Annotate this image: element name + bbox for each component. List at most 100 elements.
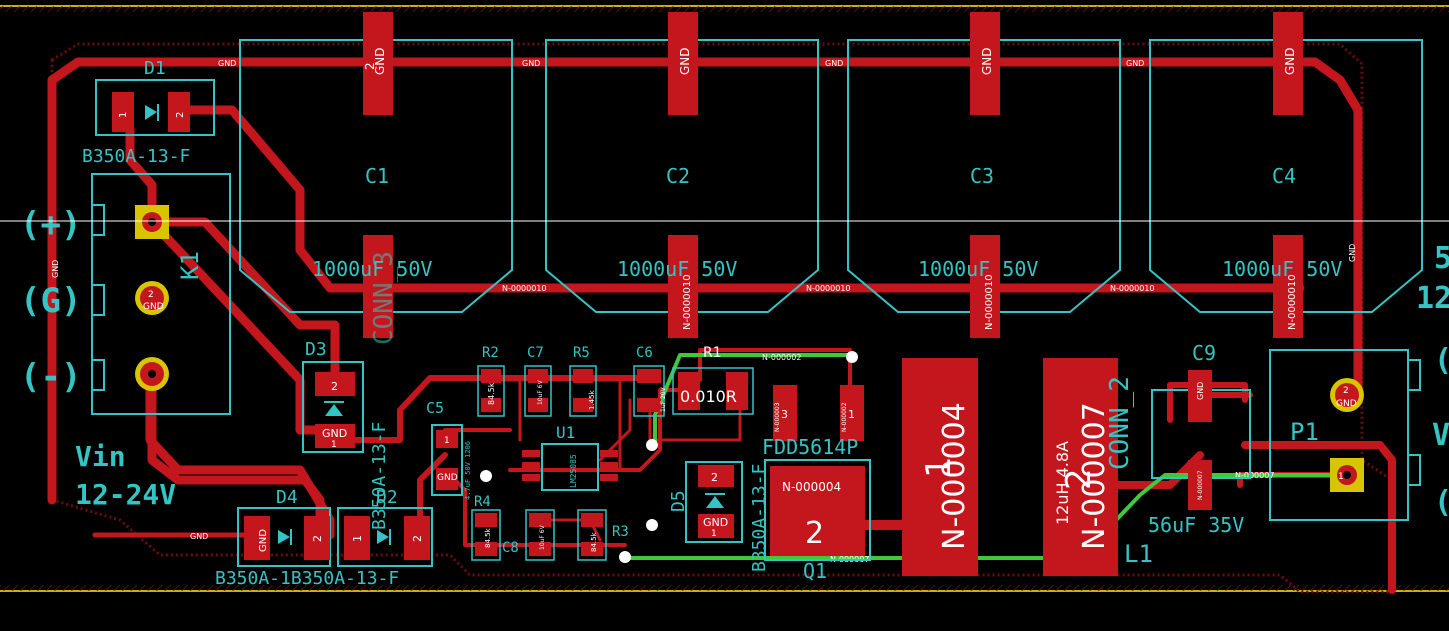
pad-net-n02: N-000002 <box>841 402 848 432</box>
diode-d3[interactable]: 2 GND 1 D3 B350A-13-F <box>302 339 390 530</box>
pad-net-gnd: GND <box>373 47 387 75</box>
diode-value: B350A-13-F <box>749 464 770 572</box>
pad-net-gnd: GND <box>322 427 347 440</box>
diode-d2[interactable]: 1 2 D2 <box>337 487 433 567</box>
capacitor-c1[interactable]: C1 1000uF 50V GND 2 <box>239 12 513 338</box>
diode-value: B350A-13-F <box>369 422 390 530</box>
pad-net-n07: N-000007 <box>1197 470 1204 500</box>
part-ref: R4 <box>474 494 491 510</box>
inductor-ref: L1 <box>1124 540 1153 568</box>
capacitor-c5[interactable]: 1 GND C5 4.7uF 50V 1206 <box>426 399 472 500</box>
capacitor-c2[interactable]: C2 1000uF 50V GND N-0000010 <box>545 12 819 338</box>
capacitor-ref: C3 <box>970 164 994 188</box>
part-ref: R5 <box>573 345 590 361</box>
part-ref: C5 <box>426 399 444 417</box>
capacitor-ref: C4 <box>1272 164 1296 188</box>
ic-u1[interactable]: U1 LM25085 <box>522 423 618 491</box>
highlighted-vias <box>480 351 858 563</box>
capacitor-c3[interactable]: C3 1000uF 50V GND N-0000010 <box>847 12 1121 338</box>
part-ref: R1 <box>703 345 722 361</box>
part-value: LM25085 <box>569 454 578 488</box>
capacitor-value: 1000uF 50V <box>617 257 737 281</box>
pad-number-3: 3 <box>781 408 788 421</box>
edge-label: V <box>1432 418 1449 453</box>
diode-d4[interactable]: GND 2 D4 B350A-1B350A-13-F <box>215 487 399 589</box>
edge-label: 5 <box>1434 241 1449 276</box>
resistor-r5[interactable]: R5 1.45k <box>569 345 597 417</box>
part-ref: C6 <box>636 345 653 361</box>
part-ref: R2 <box>482 345 499 361</box>
pad-number-1: 1 <box>1338 472 1344 482</box>
part-ref: C8 <box>502 540 519 556</box>
pad-number-2: 2 <box>711 471 718 484</box>
capacitor-c9[interactable]: GND N-000007 C9 56uF 35V <box>1148 341 1251 537</box>
vin-range-label: 12-24V <box>75 478 176 511</box>
net-label-n10: N-0000010 <box>1110 284 1155 293</box>
net-label-gnd: GND <box>825 59 843 68</box>
net-label-gnd: GND <box>1126 59 1144 68</box>
terminal-gnd-label: (G) <box>20 281 81 321</box>
pad-net-n10: N-0000010 <box>682 274 693 330</box>
pad-number-2: 2 <box>311 535 324 542</box>
connector-ref: K1 <box>176 251 204 280</box>
diode-ref: D5 <box>668 490 689 512</box>
diode-ref: D2 <box>376 487 398 508</box>
part-value: 10uF 6V <box>537 379 544 405</box>
net-label-gnd: GND <box>190 532 208 541</box>
capacitor-c4[interactable]: C4 1000uF 50V GND N-0000010 <box>1149 12 1423 338</box>
pad-net-gnd: GND <box>980 47 994 75</box>
part-value: FDD5614P <box>762 435 858 459</box>
pad-net-gnd: GND <box>258 529 269 552</box>
diode-ref: D1 <box>144 58 166 79</box>
part-value: 56uF 35V <box>1148 513 1244 537</box>
part-value: 84.5k <box>484 527 492 548</box>
terminal-plus-label: (+) <box>20 205 81 245</box>
pad-number-2: 2 <box>331 380 338 393</box>
part-value: 0.010R <box>680 387 737 406</box>
capacitor-ref: C1 <box>365 164 389 188</box>
pad-number-2: 2 <box>363 62 377 70</box>
inductor-l1[interactable]: 1 N-000004 2 N-000007 12uH 4.8A L1 CONN_… <box>902 358 1153 576</box>
pad-net-gnd: GND <box>1336 399 1357 409</box>
capacitor-value: 1000uF 50V <box>1222 257 1342 281</box>
diode-value: B350A-1B350A-13-F <box>215 568 399 589</box>
connector-p1[interactable]: 2 GND 1 P1 <box>1269 349 1421 521</box>
net-label-gnd-vertical: GND <box>51 260 60 278</box>
vin-label: Vin <box>75 440 126 473</box>
right-edge-labels: 5 12 ( V ( <box>1416 241 1449 520</box>
pad-number-1: 1 <box>711 529 717 539</box>
edge-label: ( <box>1434 343 1449 378</box>
inductor-value: 12uH 4.8A <box>1053 441 1072 525</box>
pad-number-1: 1 <box>848 408 855 421</box>
part-ref: Q1 <box>803 559 827 583</box>
diode-value: B350A-13-F <box>82 146 190 167</box>
resistor-r2[interactable]: R2 84.5k <box>477 345 505 417</box>
capacitor-c8[interactable]: C8 10uF 6V <box>502 509 555 561</box>
resistor-r1[interactable]: R1 0.010R <box>672 345 754 415</box>
pad-net-n07: N-000007 <box>1077 402 1112 550</box>
mosfet-q1[interactable]: 3 1 N-000003 N-000002 N-000004 2 FDD5614… <box>762 385 871 583</box>
copper-zone-outlines <box>0 6 1449 594</box>
pad-net-gnd: GND <box>437 473 458 483</box>
part-value: 84.5k <box>487 382 496 405</box>
diode-d1[interactable]: 1 2 D1 B350A-13-F <box>82 58 215 167</box>
connector-ref: P1 <box>1290 418 1319 446</box>
pad-net-n10: N-0000010 <box>984 274 995 330</box>
pad-number-2: 2 <box>148 290 154 300</box>
part-ref: C9 <box>1192 341 1216 365</box>
resistor-r4[interactable]: R4 84.5k <box>471 494 501 561</box>
capacitor-value: 1000uF 50V <box>312 257 432 281</box>
pad-net-gnd: GND <box>703 516 728 529</box>
capacitor-c6[interactable]: C6 1uF 20V <box>633 345 667 417</box>
edge-label: 12 <box>1416 281 1449 316</box>
part-value: 1.45k <box>588 389 596 410</box>
pad-net-gnd: GND <box>1283 47 1297 75</box>
part-value: 4.7uF 50V 1206 <box>464 441 472 500</box>
pad-number-2: 2 <box>411 535 424 542</box>
resistor-r3[interactable]: R3 84.5k <box>577 509 629 561</box>
part-ref: U1 <box>556 423 575 442</box>
terminal-minus-label: (-) <box>20 357 81 397</box>
connector-k1[interactable]: GND 2 K1 CONN_3 (+) (G) (-) Vin 12-24V <box>20 173 399 511</box>
capacitor-c7[interactable]: C7 10uF 6V <box>524 345 552 417</box>
